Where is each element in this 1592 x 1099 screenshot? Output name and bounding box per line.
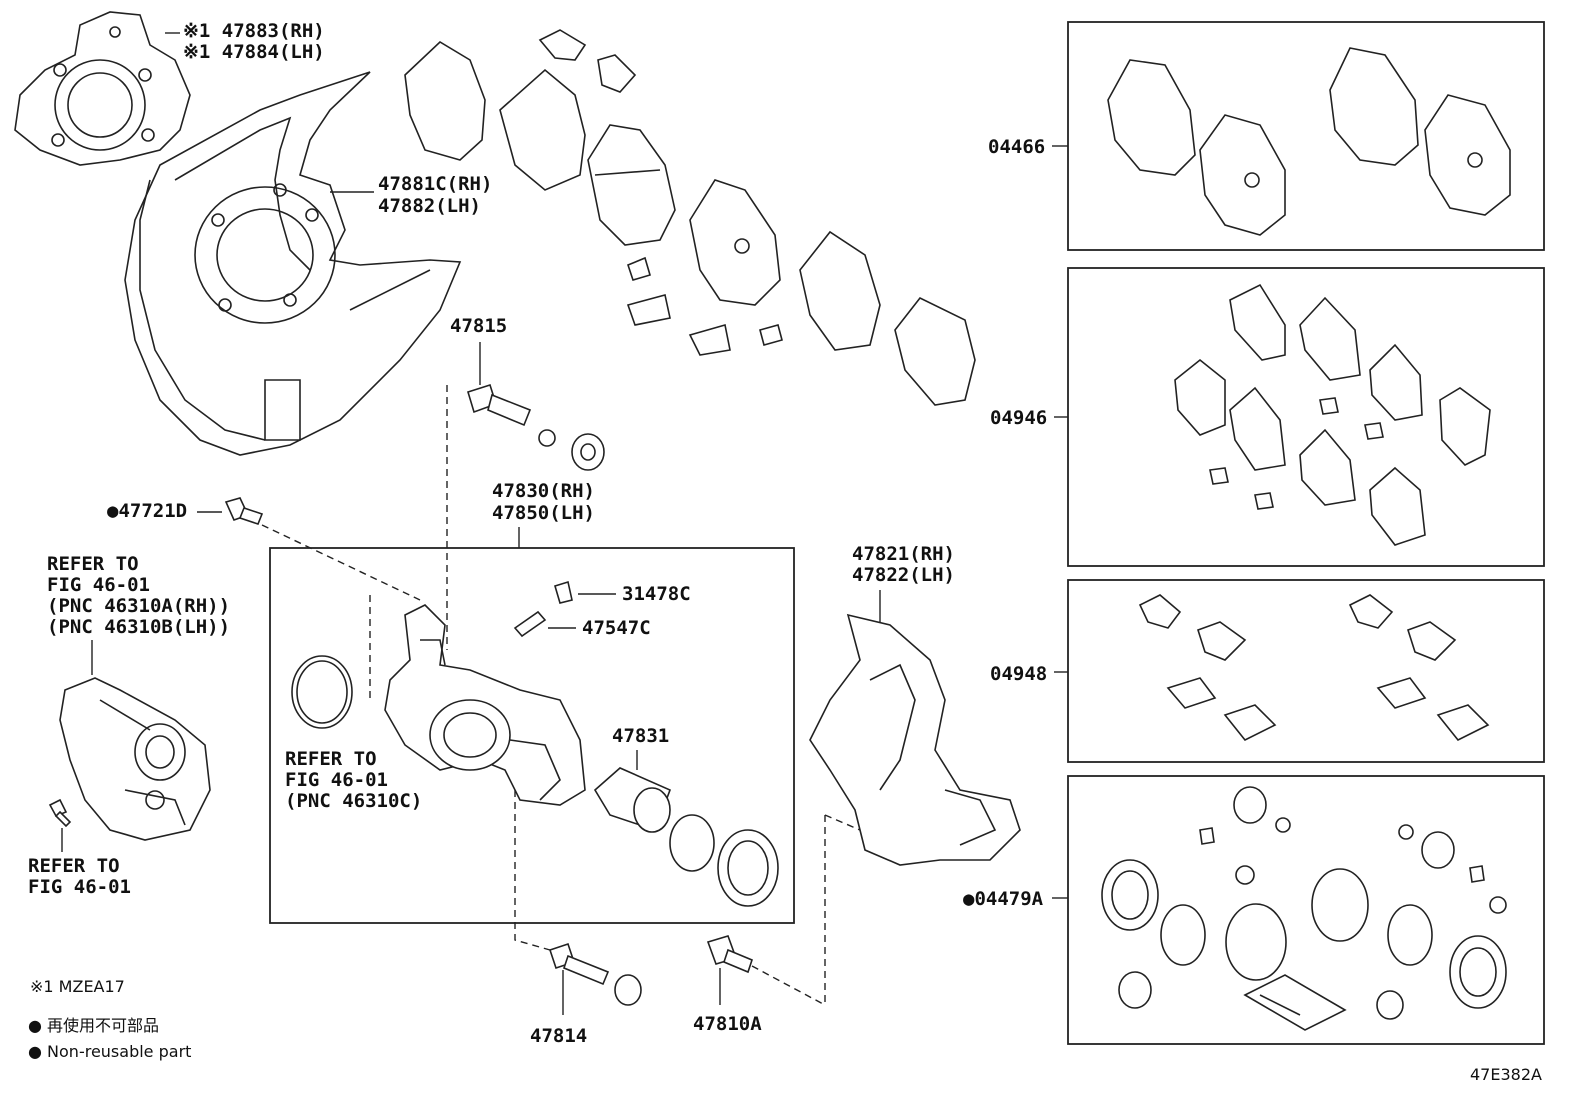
actuator-bolt <box>48 798 72 828</box>
label-31478c: 31478C <box>622 583 691 605</box>
kit-04948-clips <box>1138 594 1490 742</box>
brake-pad <box>689 179 781 306</box>
bleeder-plug-47547c <box>513 610 547 638</box>
label-47814: 47814 <box>530 1025 587 1047</box>
label-47815: 47815 <box>450 315 507 337</box>
label-47831: 47831 <box>612 725 669 747</box>
guide-pin-47815 <box>467 383 605 471</box>
label-04466: 04466 <box>988 136 1045 158</box>
label-refer-b-1: REFER TO <box>28 855 120 877</box>
label-refer-a-1: REFER TO <box>47 553 139 575</box>
piston-seal-ring <box>291 655 353 729</box>
legend-english: ● Non-reusable part <box>28 1042 191 1061</box>
brake-pad-shim <box>894 296 976 406</box>
kit-box-04466 <box>1067 21 1545 251</box>
brake-pad-shim <box>404 41 486 161</box>
label-47830: 47830(RH) <box>492 480 595 502</box>
label-47884: ※1 47884(LH) <box>183 41 325 63</box>
label-refer-c-2: FIG 46-01 <box>285 769 388 791</box>
label-04479a: ●04479A <box>963 888 1044 910</box>
brake-pad-shim <box>799 230 881 351</box>
pad-support-plate <box>626 256 783 356</box>
bleeder-cap-31478c <box>554 580 573 604</box>
brake-pad <box>587 124 676 246</box>
brake-pad-clip <box>538 29 637 93</box>
piston-47831 <box>593 767 779 907</box>
label-47883: ※1 47883(RH) <box>183 20 325 42</box>
label-47882: 47882(LH) <box>378 195 481 217</box>
note-model: ※1 MZEA17 <box>30 977 125 996</box>
kit-box-04946 <box>1067 267 1545 567</box>
label-refer-c-3: (PNC 46310C) <box>285 790 422 812</box>
disc-mounting-bracket <box>14 11 191 166</box>
caliper-mounting-bracket <box>809 613 1021 866</box>
bolt-47721d <box>224 497 264 525</box>
kit-04479a-seals <box>1101 786 1507 1031</box>
label-47881c: 47881C(RH) <box>378 173 492 195</box>
caliper-assembly-box <box>269 547 795 924</box>
guide-pin-47814 <box>548 942 642 1006</box>
kit-box-04948 <box>1067 579 1545 763</box>
label-refer-a-2: FIG 46-01 <box>47 574 150 596</box>
label-refer-c-1: REFER TO <box>285 748 377 770</box>
kit-04466-pads <box>1107 47 1511 236</box>
figure-id: 47E382A <box>1470 1065 1542 1084</box>
label-47822: 47822(LH) <box>852 564 955 586</box>
disc-dust-cover <box>124 71 462 456</box>
kit-04946-shims <box>1174 283 1491 546</box>
caliper-body <box>384 604 586 806</box>
legend-japanese: ● 再使用不可部品 <box>28 1016 159 1035</box>
label-47850: 47850(LH) <box>492 502 595 524</box>
piston-seal <box>669 814 715 872</box>
brake-pad-shim <box>499 68 586 191</box>
label-refer-b-2: FIG 46-01 <box>28 876 131 898</box>
label-47810a: 47810A <box>693 1013 762 1035</box>
label-04948: 04948 <box>990 663 1047 685</box>
kit-box-04479a <box>1067 775 1545 1045</box>
bolt-47810a <box>706 935 753 974</box>
label-refer-a-4: (PNC 46310B(LH)) <box>47 616 230 638</box>
label-47821: 47821(RH) <box>852 543 955 565</box>
label-47721d: ●47721D <box>107 500 187 522</box>
label-47547c: 47547C <box>582 617 651 639</box>
parking-brake-actuator <box>59 677 211 841</box>
label-04946: 04946 <box>990 407 1047 429</box>
label-refer-a-3: (PNC 46310A(RH)) <box>47 595 230 617</box>
